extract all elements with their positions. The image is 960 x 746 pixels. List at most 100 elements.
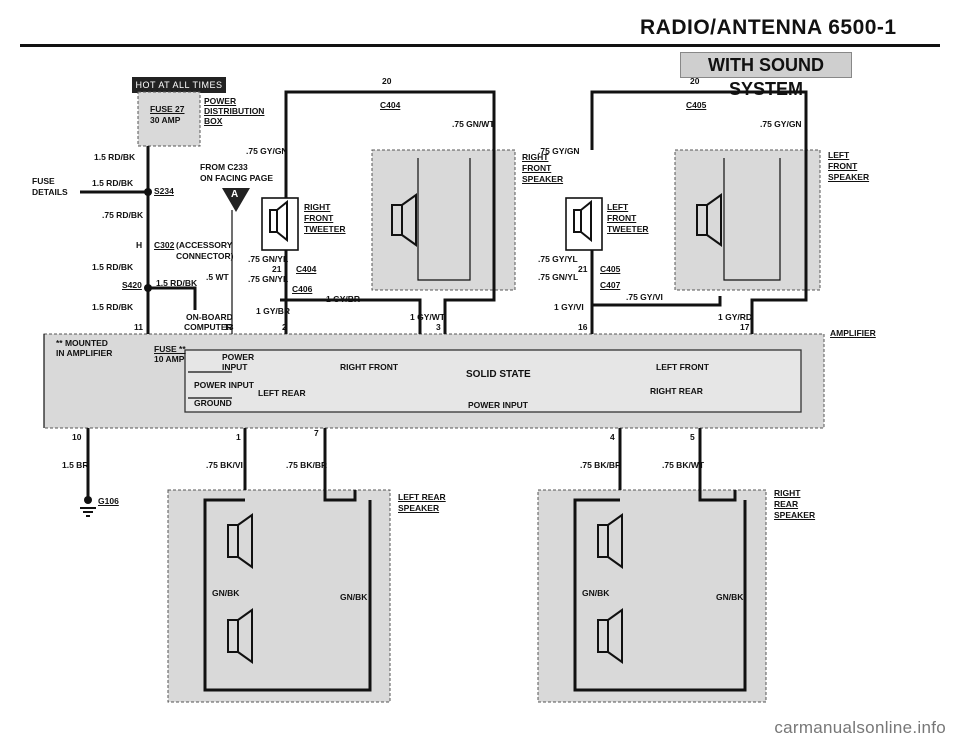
splice-s234-label: S234 [154, 186, 174, 196]
connector-c404: C404 [296, 264, 317, 274]
right-front-inner-wire [417, 158, 471, 281]
connector-c404-top: C404 [380, 100, 401, 110]
right-front-speaker-label-1: RIGHT [522, 152, 549, 162]
pin-10: 10 [72, 432, 82, 442]
splice-s420-label: S420 [122, 280, 142, 290]
right-rear-speaker-label-2: REAR [774, 499, 799, 509]
wire-gyvi75: .75 GY/VI [626, 292, 663, 302]
wire-1-5-rdbk-d: 1.5 RD/BK [156, 278, 198, 288]
right-tweeter-label-2: FRONT [304, 213, 334, 223]
pin-4: 4 [610, 432, 615, 442]
wire-gywt: 1 GY/WT [410, 312, 445, 322]
connector-c407: C407 [600, 280, 621, 290]
left-tweeter-symbol [573, 199, 592, 243]
header-rule [20, 44, 940, 47]
wire-1-5-rdbk-c: 1.5 RD/BK [92, 262, 134, 272]
connector-c406: C406 [292, 284, 313, 294]
amplifier-label: AMPLIFIER [830, 328, 876, 338]
amp-power-label: POWER [222, 352, 255, 362]
right-rear-speaker-lower-symbol [597, 608, 623, 664]
wire-gnyl-a: .75 GN/YL [248, 254, 289, 264]
system-banner: WITH SOUND SYSTEM [680, 52, 852, 99]
right-front-feed [443, 150, 496, 334]
pin-17: 17 [740, 322, 750, 332]
wire-0-5-wt: .5 WT [206, 272, 229, 282]
pin-11: 11 [134, 322, 143, 332]
wire-gygn-a: .75 GY/GN [246, 146, 288, 156]
left-front-speaker-label-2: FRONT [828, 161, 858, 171]
box-label: BOX [204, 116, 223, 126]
left-rear-speaker-upper-symbol [227, 513, 253, 569]
right-tweeter-symbol [269, 199, 288, 243]
wire-bkbr-a: .75 BK/BR [286, 460, 328, 470]
wire-gnbk-d: GN/BK [716, 592, 744, 602]
splice-s420 [144, 284, 152, 292]
wire-gyrd: 1 GY/RD [718, 312, 753, 322]
left-rear-speaker-label-1: LEFT REAR [398, 492, 446, 502]
wire-gygn-c: .75 GY/GN [760, 119, 802, 129]
amp-left-rear-label: LEFT REAR [258, 388, 306, 398]
wire-bkwt: .75 BK/WT [662, 460, 705, 470]
right-rear-inner-loop [573, 498, 747, 692]
pin-3: 3 [436, 322, 441, 332]
computer-label: COMPUTER [184, 322, 233, 332]
right-rear-wires [618, 428, 737, 502]
amp-power-wires [188, 371, 232, 399]
left-rear-inner-loop [203, 498, 372, 692]
wire-1-5-br: 1.5 BR [62, 460, 89, 470]
left-front-speaker-symbol [696, 193, 722, 247]
amp-input-label: INPUT [222, 362, 248, 372]
wire-bkvi: .75 BK/VI [206, 460, 243, 470]
reference-a-letter: A [231, 189, 239, 200]
page-title: RADIO/ANTENNA 6500-1 [640, 16, 897, 39]
distribution-label: DISTRIBUTION [204, 106, 265, 116]
wire-0-75-rdbk: .75 RD/BK [102, 210, 144, 220]
ground-symbol [80, 507, 96, 517]
fuse-box [137, 91, 201, 147]
wire-1-5-rdbk-b: 1.5 RD/BK [92, 178, 134, 188]
amp-right-rear-label: RIGHT REAR [650, 386, 703, 396]
connector-c405-top: C405 [686, 100, 707, 110]
mounted-note-1: ** MOUNTED [56, 338, 108, 348]
left-rear-speaker-label-2: SPEAKER [398, 503, 440, 513]
amp-solid-state-label: SOLID STATE [466, 369, 531, 380]
amp-power-input-label: POWER INPUT [194, 380, 254, 390]
left-tweeter-label-2: FRONT [607, 213, 637, 223]
pin-20-b: 20 [690, 76, 700, 86]
pin-7: 7 [314, 428, 319, 438]
ground-g106-label: G106 [98, 496, 119, 506]
fuse-27-amp: 30 AMP [150, 115, 181, 125]
pin-13: 13 [224, 322, 234, 332]
right-tweeter-box [261, 197, 299, 251]
wire-gnbk-c: GN/BK [582, 588, 610, 598]
connector-c302-label: C302 [154, 240, 175, 250]
amplifier-inner-box [184, 349, 802, 413]
right-tweeter-label-3: TWEETER [304, 224, 346, 234]
pin-5: 5 [690, 432, 695, 442]
wire-gnbk-b: GN/BK [340, 592, 368, 602]
splice-s234 [144, 188, 152, 196]
connector-c405: C405 [600, 264, 621, 274]
accessory-label: (ACCESSORY [176, 240, 233, 250]
power-feed-branch [148, 286, 197, 310]
left-tweeter-label-3: TWEETER [607, 224, 649, 234]
wire-gybr-b: 1 GY/BR [326, 294, 361, 304]
right-front-speaker-label-2: FRONT [522, 163, 552, 173]
pin-1: 1 [236, 432, 241, 442]
right-tweeter-label-1: RIGHT [304, 202, 331, 212]
left-tweeter-label-1: LEFT [607, 202, 629, 212]
amp-left-front-label: LEFT FRONT [656, 362, 709, 372]
left-tweeter-box [565, 197, 603, 251]
wire-1-5-rdbk-a: 1.5 RD/BK [94, 152, 136, 162]
fuse-details-label-2: DETAILS [32, 187, 68, 197]
connector-note-label: CONNECTOR) [176, 251, 234, 261]
left-front-speaker-box [674, 149, 821, 291]
fuse-27-label: FUSE 27 [150, 104, 185, 114]
power-label: POWER [204, 96, 237, 106]
on-facing-page-label: ON FACING PAGE [200, 173, 274, 183]
connector-h-label: H [136, 240, 143, 250]
left-rear-speaker-lower-symbol [227, 608, 253, 664]
pin-21-a: 21 [272, 264, 282, 274]
